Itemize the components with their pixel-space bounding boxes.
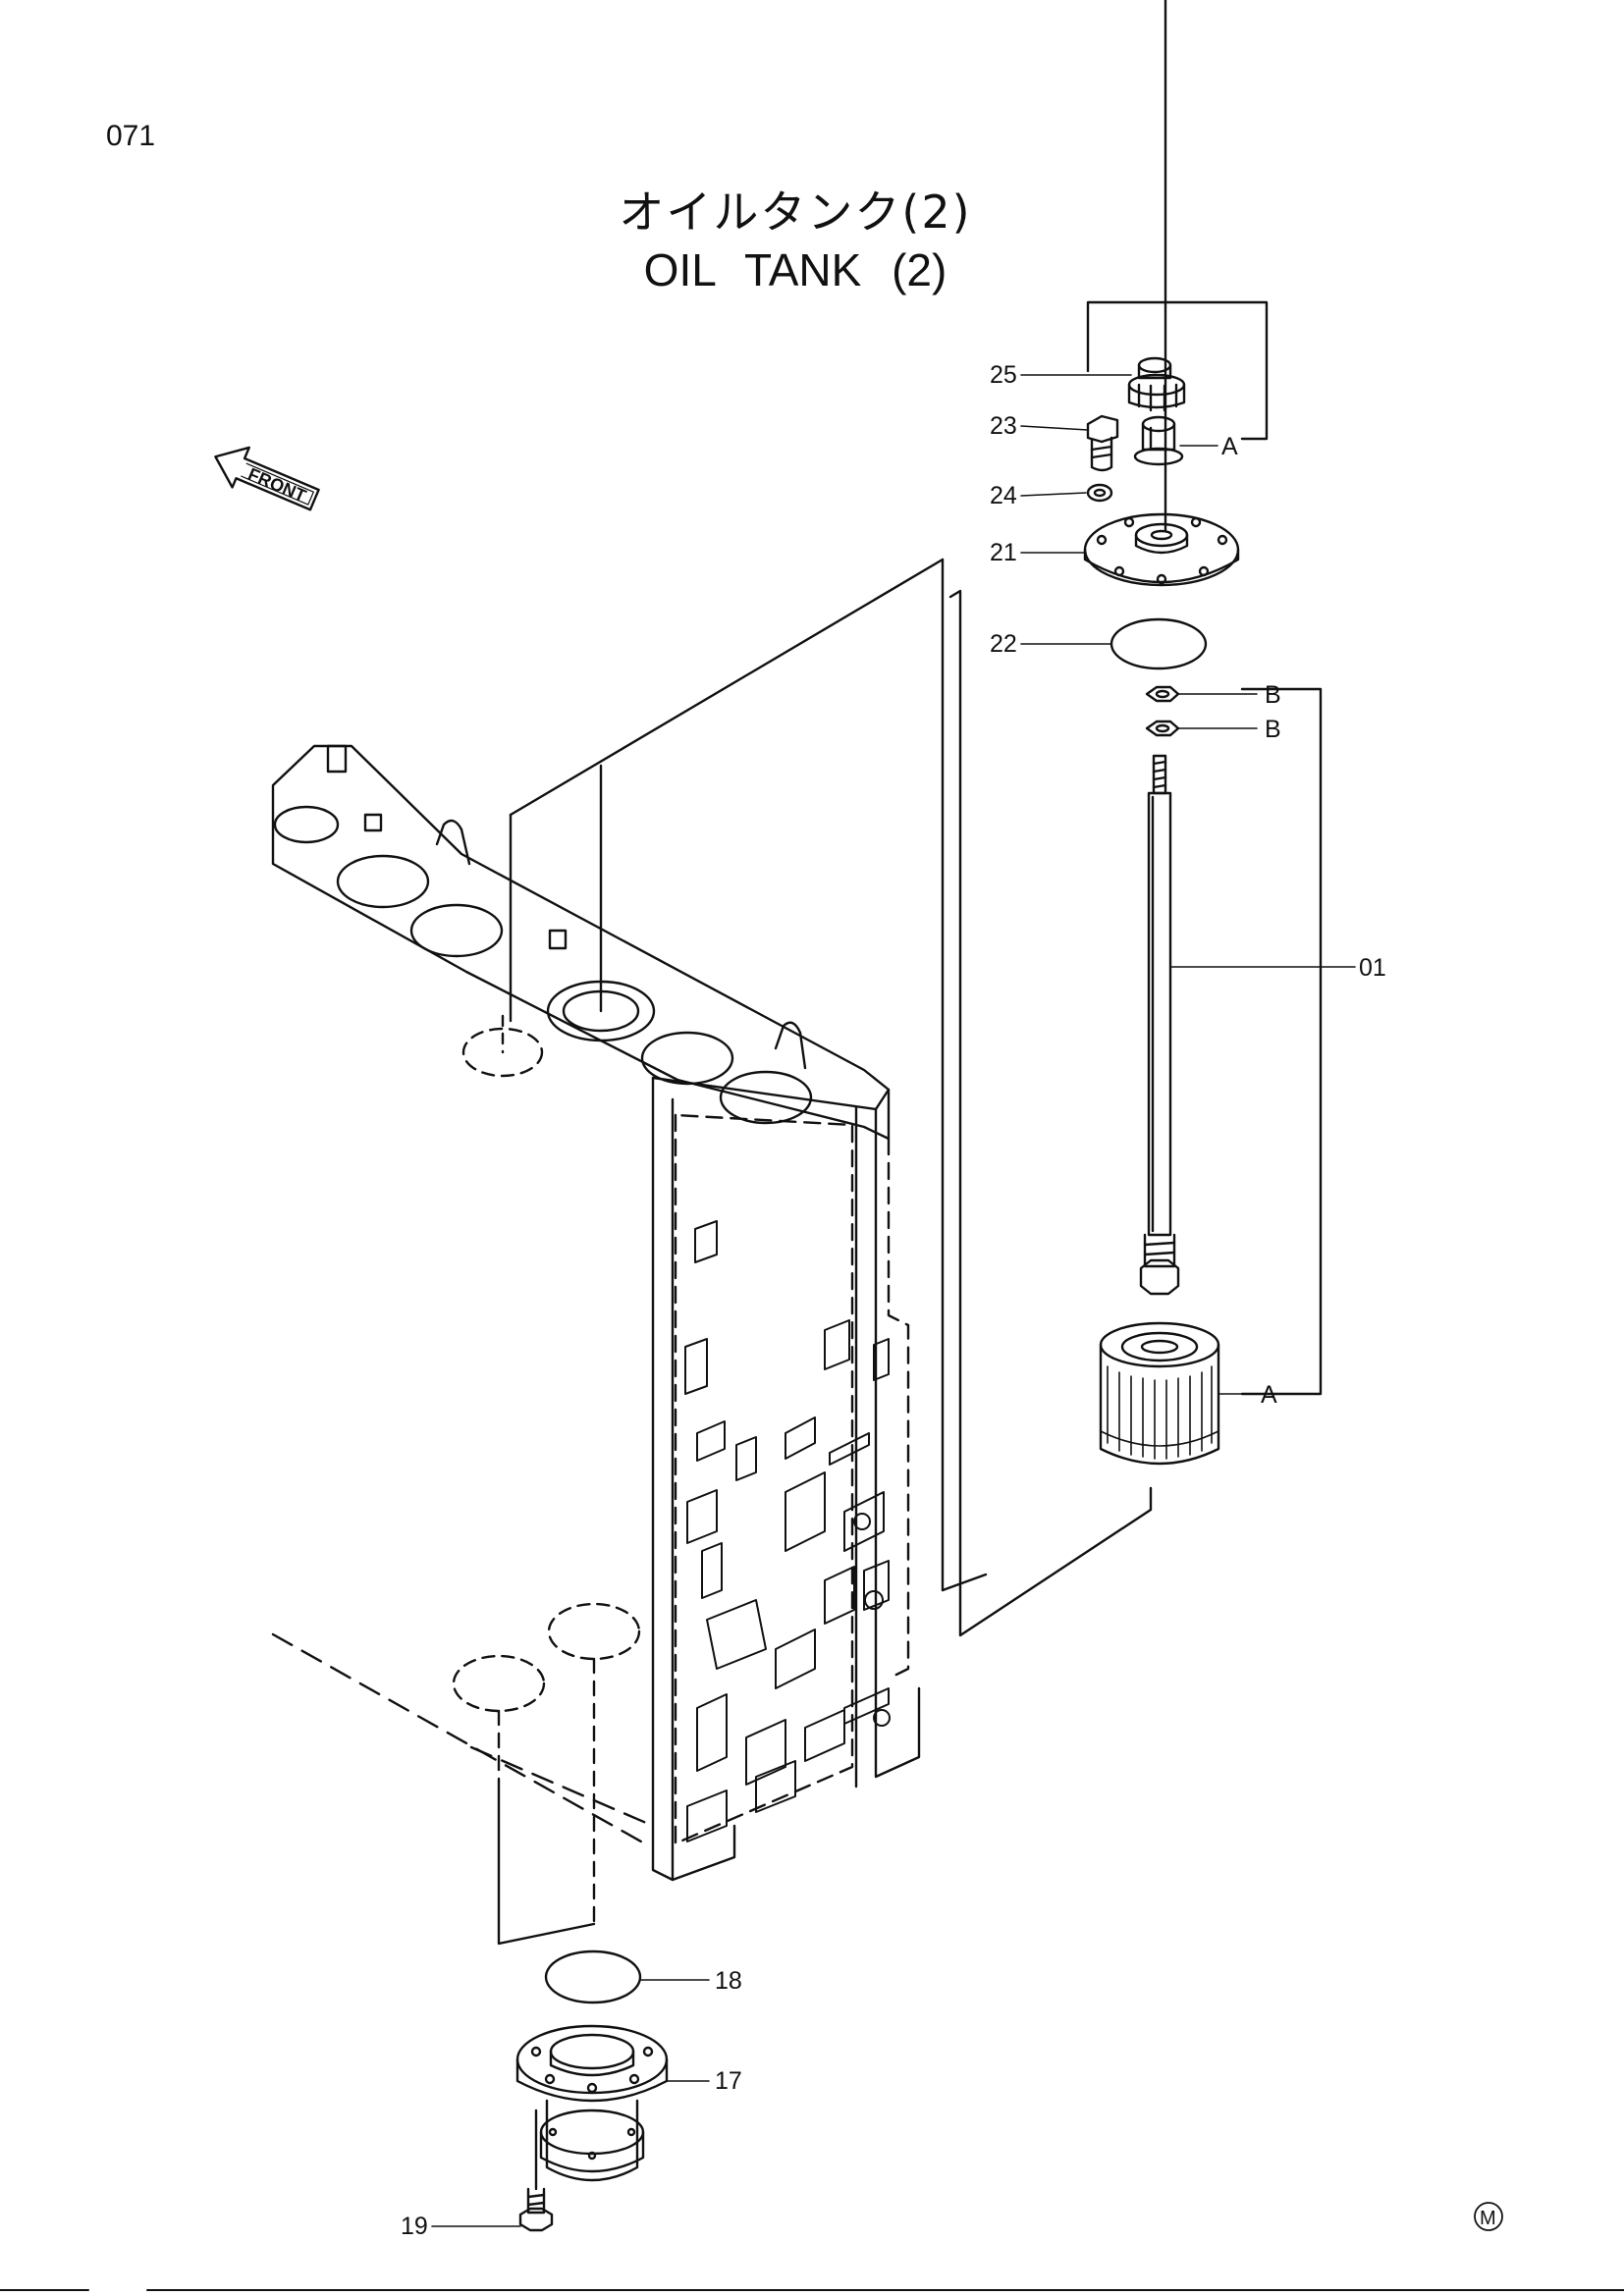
label-part-21: 21 bbox=[990, 539, 1017, 566]
front-arrow-icon: FRONT bbox=[214, 446, 320, 511]
label-group-a-filter: A bbox=[1261, 1381, 1277, 1409]
part-a-filter-element bbox=[1099, 1321, 1220, 1466]
part-21-cover-plate bbox=[1083, 512, 1240, 587]
part-25-cap bbox=[1127, 356, 1186, 412]
label-part-19: 19 bbox=[401, 2213, 428, 2240]
label-group-b-lower: B bbox=[1265, 716, 1281, 743]
label-group-a-top: A bbox=[1221, 433, 1238, 460]
label-part-25: 25 bbox=[990, 361, 1017, 389]
bracket-rod-group bbox=[1240, 687, 1323, 1396]
leader-lines bbox=[431, 374, 1356, 2227]
hidden-hole-left bbox=[452, 1654, 546, 1713]
label-part-24: 24 bbox=[990, 482, 1017, 509]
circled-m-icon: M bbox=[1474, 2202, 1503, 2231]
part-19-bolt bbox=[518, 2109, 554, 2232]
hidden-hole-top bbox=[461, 1027, 544, 1078]
assembly-guide-line bbox=[948, 589, 1153, 1637]
part-18-o-ring bbox=[544, 1949, 642, 2004]
front-label: FRONT bbox=[245, 464, 309, 507]
part-b-nut-upper bbox=[1145, 685, 1180, 703]
hidden-hole-right bbox=[547, 1602, 641, 1661]
label-part-23: 23 bbox=[990, 412, 1017, 440]
part-b-nut-lower bbox=[1145, 720, 1180, 737]
label-group-b-upper: B bbox=[1265, 681, 1281, 709]
part-01-rod bbox=[1139, 754, 1180, 1296]
part-23-bolt bbox=[1086, 414, 1119, 472]
part-22-o-ring bbox=[1110, 617, 1208, 670]
title-japanese: オイルタンク(2) bbox=[619, 186, 972, 239]
part-a-fitting bbox=[1133, 415, 1184, 466]
part-17-drain-flange bbox=[515, 2024, 669, 2182]
part-24-washer bbox=[1086, 483, 1113, 503]
page-number: 071 bbox=[106, 120, 156, 152]
label-part-18: 18 bbox=[715, 1967, 742, 1995]
label-part-22: 22 bbox=[990, 630, 1017, 658]
bracket-cap-group bbox=[1086, 300, 1269, 441]
label-part-01: 01 bbox=[1359, 954, 1386, 982]
label-part-17: 17 bbox=[715, 2067, 742, 2095]
corner-mark-text: M bbox=[1480, 2208, 1496, 2229]
tank-frame-assembly bbox=[271, 558, 988, 1946]
title-english: OIL TANK (2) bbox=[643, 244, 947, 295]
